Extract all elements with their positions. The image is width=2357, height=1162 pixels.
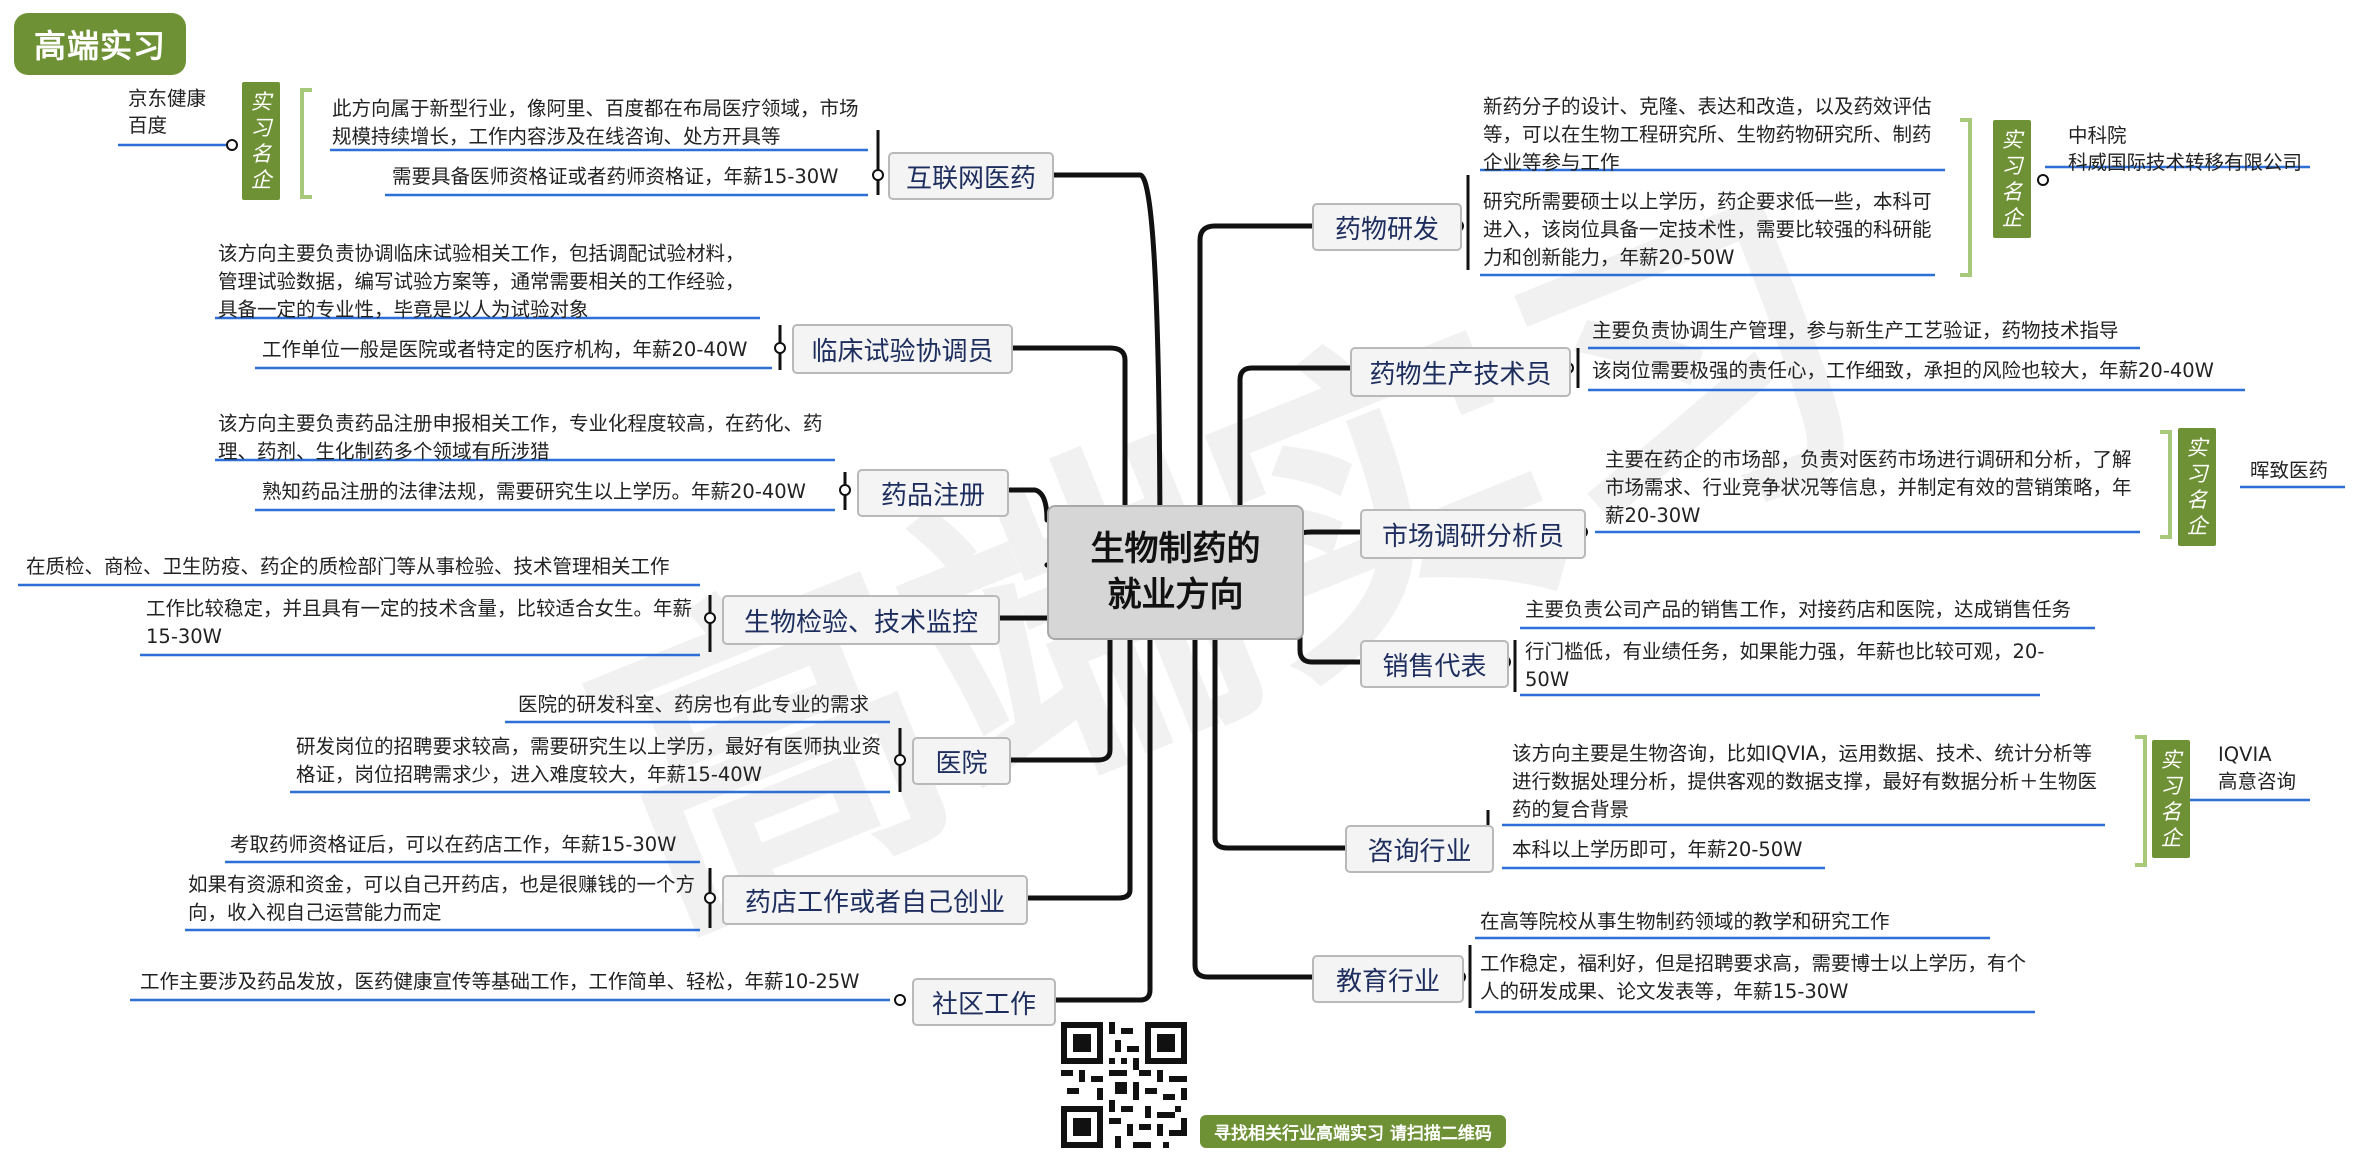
intern-badge-rnd: 实习 名企 xyxy=(1993,120,2031,238)
green-bracket-internet xyxy=(300,88,312,199)
note-community-1: 工作主要涉及药品发放，医药健康宣传等基础工作，工作简单、轻松，年薪10-25W xyxy=(140,970,860,993)
green-bracket-consulting xyxy=(2135,735,2147,867)
connector-internet xyxy=(1042,172,1163,568)
note-rnd-1: 新药分子的设计、克隆、表达和改造，以及药效评估等，可以在生物工程研究所、生物药物… xyxy=(1483,95,1932,174)
branch-market[interactable]: 市场调研分析员 xyxy=(1360,509,1586,559)
connector-consulting xyxy=(1212,633,1348,851)
branch-internet[interactable]: 互联网医药 xyxy=(888,152,1054,200)
green-bracket-market xyxy=(2160,430,2172,539)
company-name: 中科院 xyxy=(2068,124,2127,147)
connector-education xyxy=(1192,633,1315,980)
note-pharmacy-1: 考取药师资格证后，可以在药店工作，年薪15-30W xyxy=(230,833,677,856)
brand-badge: 高端实习 xyxy=(14,13,187,75)
note-consulting-2: 本科以上学历即可，年薪20-50W xyxy=(1512,838,1803,861)
note-education-1: 在高等院校从事生物制药领域的教学和研究工作 xyxy=(1480,910,1890,933)
central-topic-line-2: 就业方向 xyxy=(1107,574,1244,615)
branch-community[interactable]: 社区工作 xyxy=(912,978,1056,1026)
intern-badge-consulting: 实习 名企 xyxy=(2152,740,2190,858)
branch-inspection[interactable]: 生物检验、技术监控 xyxy=(722,595,1000,645)
central-topic: 生物制药的 就业方向 xyxy=(1047,505,1304,640)
note-production-2: 该岗位需要极强的责任心，工作细致，承担的风险也较大，年薪20-40W xyxy=(1592,359,2214,382)
note-rnd-2: 研究所需要硕士以上学历，药企要求低一些，本科可进入，该岗位具备一定技术性，需要比… xyxy=(1483,190,1932,269)
note-market-1: 主要在药企的市场部，负责对医药市场进行调研和分析，了解市场需求、行业竞争状况等信… xyxy=(1605,448,2132,527)
connector-market xyxy=(1297,529,1363,543)
note-inspection-2: 工作比较稳定，并且具有一定的技术含量，比较适合女生。年薪15-30W xyxy=(146,597,693,648)
company-name: IQVIA xyxy=(2218,743,2272,766)
note-internet-1: 此方向属于新型行业，像阿里、百度都在布局医疗领域，市场规模持续增长，工作内容涉及… xyxy=(332,97,859,148)
connector-registration xyxy=(1007,487,1050,523)
branch-registration[interactable]: 药品注册 xyxy=(857,469,1009,517)
note-education-2: 工作稳定，福利好，但是招聘要求高，需要博士以上学历，有个人的研发成果、论文发表等… xyxy=(1480,952,2027,1003)
company-list-internet: 京东健康 百度 xyxy=(128,85,206,139)
branch-pharmacy[interactable]: 药店工作或者自己创业 xyxy=(722,875,1028,925)
intern-badge-internet: 实习 名企 xyxy=(242,82,280,200)
note-pharmacy-2: 如果有资源和资金，可以自己开药店，也是很赚钱的一个方向，收入视自己运营能力而定 xyxy=(188,873,696,924)
branch-education[interactable]: 教育行业 xyxy=(1312,955,1464,1003)
note-registration-1: 该方向主要负责药品注册申报相关工作，专业化程度较高，在药化、药理、药剂、生化制药… xyxy=(218,412,823,463)
company-name: 科威国际技术转移有限公司 xyxy=(2068,151,2303,174)
footer-cta[interactable]: 寻找相关行业高端实习 请扫描二维码 xyxy=(1200,1115,1506,1148)
note-registration-2: 熟知药品注册的法律法规，需要研究生以上学历。年薪20-40W xyxy=(262,480,806,503)
note-inspection-1: 在质检、商检、卫生防疫、药企的质检部门等从事检验、技术管理相关工作 xyxy=(26,555,670,578)
company-name: 高意咨询 xyxy=(2218,770,2297,793)
connector-production xyxy=(1237,365,1353,538)
connector-community xyxy=(1042,633,1153,1003)
connector-pharmacy xyxy=(1017,633,1133,901)
central-topic-line-1: 生物制药的 xyxy=(1090,528,1261,569)
connector-clinical xyxy=(997,345,1128,568)
company-list-consulting: IQVIA 高意咨询 xyxy=(2218,741,2296,795)
note-clinical-1: 该方向主要负责协调临床试验相关工作，包括调配试验材料，管理试验数据，编写试验方案… xyxy=(218,242,745,321)
intern-badge-market: 实习 名企 xyxy=(2178,428,2216,546)
note-production-1: 主要负责协调生产管理，参与新生产工艺验证，药物技术指导 xyxy=(1592,319,2119,342)
note-hospital-2: 研发岗位的招聘要求较高，需要研究生以上学历，最好有医师执业资格证，岗位招聘需求少… xyxy=(296,735,882,786)
company-name: 百度 xyxy=(128,114,168,137)
qr-code-icon[interactable] xyxy=(1061,1022,1187,1148)
branch-consulting[interactable]: 咨询行业 xyxy=(1345,825,1494,873)
note-internet-2: 需要具备医师资格证或者药师资格证，年薪15-30W xyxy=(392,165,839,188)
company-list-rnd: 中科院 科威国际技术转移有限公司 xyxy=(2068,122,2302,176)
note-sales-1: 主要负责公司产品的销售工作，对接药店和医院，达成销售任务 xyxy=(1525,598,2072,621)
note-consulting-1: 该方向主要是生物咨询，比如IQVIA，运用数据、技术、统计分析等进行数据处理分析… xyxy=(1512,742,2098,821)
green-bracket-rnd xyxy=(1960,118,1972,277)
note-hospital-1: 医院的研发科室、药房也有此专业的需求 xyxy=(518,693,870,716)
note-clinical-2: 工作单位一般是医院或者特定的医疗机构，年薪20-40W xyxy=(262,338,748,361)
company-list-market: 晖致医药 xyxy=(2250,457,2328,484)
branch-sales[interactable]: 销售代表 xyxy=(1360,640,1509,688)
connector-sales xyxy=(1297,632,1363,665)
branch-clinical[interactable]: 临床试验协调员 xyxy=(792,324,1013,374)
branch-hospital[interactable]: 医院 xyxy=(912,737,1011,785)
branch-production[interactable]: 药物生产技术员 xyxy=(1350,347,1571,397)
connector-hospital xyxy=(957,633,1113,763)
branch-rnd[interactable]: 药物研发 xyxy=(1312,203,1462,251)
connector-rnd xyxy=(1197,223,1315,538)
note-sales-2: 行门槛低，有业绩任务，如果能力强，年薪也比较可观，20-50W xyxy=(1525,640,2045,691)
company-name: 晖致医药 xyxy=(2250,459,2329,482)
company-name: 京东健康 xyxy=(128,87,207,110)
